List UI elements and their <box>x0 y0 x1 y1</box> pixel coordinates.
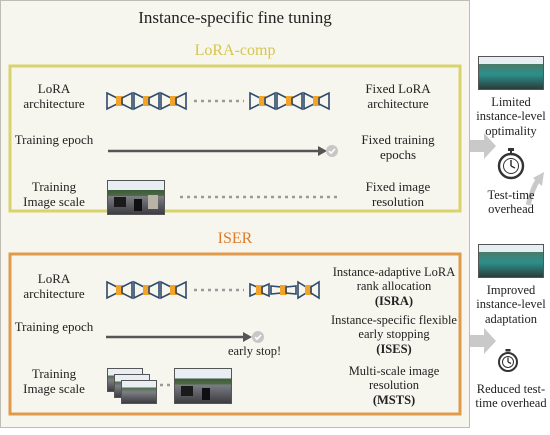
page-title: Instance-specific fine tuning <box>138 8 332 27</box>
iser-row-label-image-scale: Training Image scale <box>23 366 85 396</box>
stopwatch-icon <box>498 349 518 372</box>
row-label-image-scale: Training Image scale <box>23 179 85 209</box>
lora-module <box>133 91 160 111</box>
desc-isra-text: Instance-adaptive LoRA rank allocation <box>332 265 456 294</box>
msts-tag: (MSTS) <box>372 392 416 407</box>
ises-tag: (ISES) <box>376 341 412 356</box>
desc-fixed-lora: Fixed LoRA architecture <box>365 81 431 111</box>
lora-modules-adaptive-right <box>249 280 320 300</box>
result-image-top <box>478 56 544 90</box>
row-label-lora-architecture: LoRA architecture <box>23 81 85 111</box>
row-label-training-epoch: Training epoch <box>14 132 94 147</box>
lora-module <box>297 280 320 300</box>
epoch-arrowhead <box>318 146 327 156</box>
check-icon <box>326 145 338 157</box>
desc-msts-text: Multi-scale image resolution <box>348 364 440 393</box>
lora-comp-box <box>8 64 462 213</box>
lora-module <box>270 285 297 295</box>
lora-module <box>106 91 133 111</box>
result-image-bottom <box>478 244 544 278</box>
arrow-right-icon <box>470 133 496 159</box>
lora-modules-adaptive-left <box>106 280 187 300</box>
isra-tag: (ISRA) <box>374 293 414 308</box>
stopwatch-icon <box>497 148 525 180</box>
main-panel <box>0 0 470 428</box>
iser-box <box>8 252 462 416</box>
lora-module <box>276 91 303 111</box>
check-icon <box>252 331 264 343</box>
training-image <box>107 180 165 215</box>
early-stop-label: early stop! <box>228 344 282 358</box>
arrow-right-icon <box>470 328 496 354</box>
desc-fixed-resolution: Fixed image resolution <box>365 179 431 209</box>
lora-modules-fixed-right <box>249 91 330 111</box>
desc-ises-text: Instance-specific flexible early stoppin… <box>331 313 457 342</box>
lora-module <box>249 91 276 111</box>
desc-msts: Multi-scale image resolution (MSTS) <box>330 364 458 407</box>
side-top-sub: Test-time overhead <box>487 188 535 217</box>
side-top-text: Limited instance-level optimality <box>476 95 546 138</box>
lora-comp-heading: LoRA-comp <box>194 42 276 59</box>
iser-heading: ISER <box>217 230 253 247</box>
desc-isra: Instance-adaptive LoRA rank allocation (… <box>330 265 458 308</box>
multiscale-image-front <box>121 380 157 404</box>
side-bottom-text: Improved instance-level adaptation <box>476 283 546 326</box>
desc-fixed-epochs: Fixed training epochs <box>361 132 435 162</box>
lora-modules-fixed-left <box>106 91 187 111</box>
lora-module <box>133 280 160 300</box>
early-stop-arrowhead <box>243 332 252 342</box>
iser-row-label-training-epoch: Training epoch <box>14 319 94 334</box>
lora-module <box>160 280 187 300</box>
multiscale-image-full <box>174 368 232 404</box>
lora-module <box>160 91 187 111</box>
lora-module <box>106 280 133 300</box>
iser-row-label-lora-architecture: LoRA architecture <box>23 271 85 301</box>
lora-module <box>303 91 330 111</box>
side-bottom-sub: Reduced test-time overhead <box>475 382 547 411</box>
lora-module <box>249 282 270 298</box>
desc-ises: Instance-specific flexible early stoppin… <box>330 313 458 356</box>
